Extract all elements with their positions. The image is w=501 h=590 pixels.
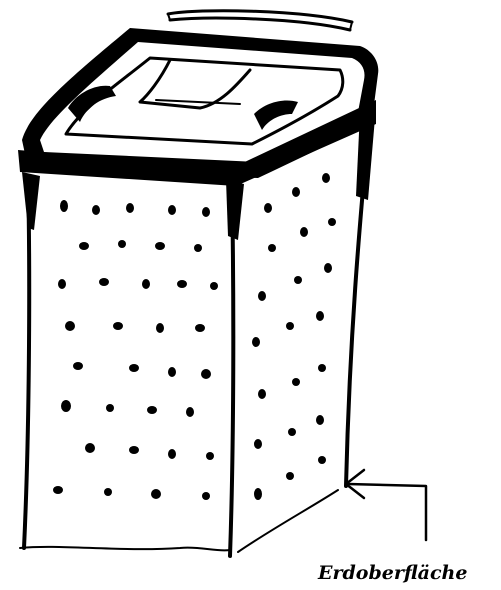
ground-surface-label: Erdoberfläche [318, 562, 467, 584]
front-perforations [53, 200, 218, 500]
ground-surface-arrow [346, 470, 426, 540]
bin-front-face [20, 172, 244, 556]
side-perforations [252, 173, 336, 500]
lid-handle [168, 11, 352, 30]
